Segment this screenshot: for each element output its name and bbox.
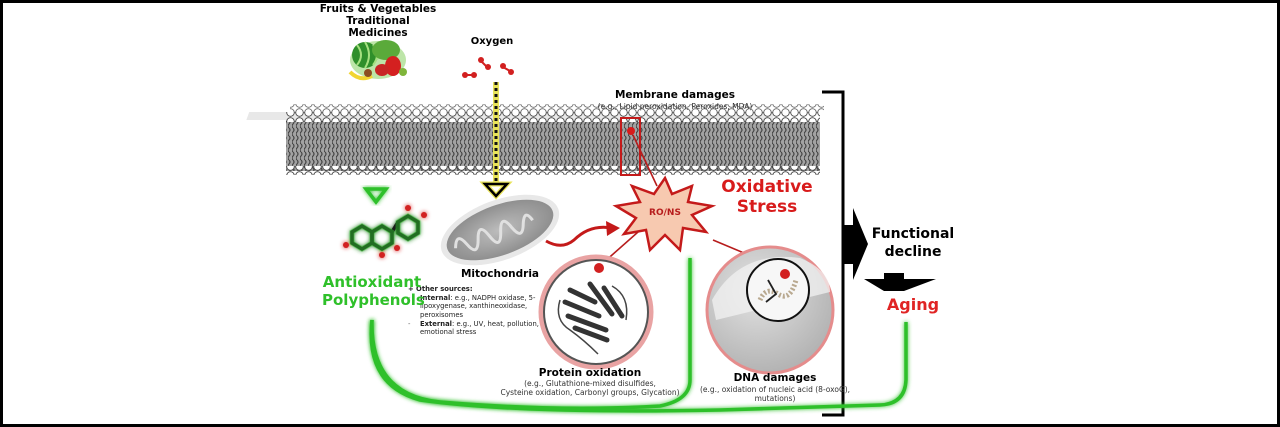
- dna-subtitle-line2: mutations): [754, 393, 796, 403]
- oxidative-stress-title: Oxidative Stress: [712, 177, 822, 218]
- dna-subtitle-line1: (e.g., oxidation of nucleic acid (8-oxoG…: [699, 385, 851, 394]
- antioxidant-polyphenols-label: Antioxidant Polyphenols: [322, 273, 425, 309]
- protein-oxidation-title: Protein oxidation: [538, 367, 642, 379]
- mitochondria-label: Mitochondria: [460, 268, 540, 280]
- membrane-damage-subtitle: (e.g., Lipid peroxidation, Peroxides, MD…: [597, 102, 753, 111]
- oxygen-dotted-arrow: [479, 82, 513, 200]
- antioxidant-line1: Antioxidant: [322, 273, 422, 291]
- polyphenol-molecule-icon: [343, 205, 427, 258]
- oxidative-stress-line2: Stress: [736, 197, 798, 218]
- antioxidant-to-stress-inhibition: [370, 258, 692, 410]
- dna-damage-title: DNA damages: [733, 372, 817, 384]
- mitochondrion-icon: [440, 194, 560, 266]
- fruit-vegetable-basket-icon: [348, 40, 407, 81]
- food-sources-title: Fruits & Vegetables Traditional Medicine…: [318, 3, 438, 39]
- internal-label: Internal: [420, 293, 451, 302]
- membrane-damage-marker: [620, 117, 658, 187]
- functional-decline-label: Functional decline: [858, 226, 968, 261]
- arrow-to-aging: [864, 273, 936, 291]
- list-bullet: -: [408, 319, 411, 328]
- other-sources-header: + Other sources:: [408, 285, 473, 293]
- other-sources-list: + Other sources: - Internal: e.g., NADPH…: [408, 285, 558, 337]
- oxygen-label: Oxygen: [470, 36, 514, 47]
- antioxidant-line2: Polyphenols: [322, 291, 425, 309]
- oxidative-stress-line1: Oxidative: [721, 177, 813, 197]
- mito-to-rons-arrow: [545, 225, 613, 247]
- external-label: External: [420, 319, 452, 328]
- aging-label: Aging: [886, 295, 940, 314]
- burst-icon: [612, 175, 717, 253]
- internal-sources-item: - Internal: e.g., NADPH oxidase, 5-lipox…: [408, 294, 558, 320]
- functional-line2: decline: [884, 243, 942, 260]
- arrow-functional-decline: [844, 208, 868, 280]
- protein-structure-icon: [538, 254, 654, 370]
- bracket: [822, 90, 845, 417]
- membrane-damage-title: Membrane damages: [614, 89, 736, 101]
- lipid-bilayer-icon: [246, 104, 824, 175]
- functional-line1: Functional: [871, 226, 955, 242]
- protein-subtitle-line2: Cysteine oxidation, Carbonyl groups, Gly…: [500, 387, 680, 397]
- rons-label: RO/NS: [649, 208, 681, 218]
- cell-nucleus-dna-icon: [705, 245, 835, 375]
- list-bullet: -: [408, 293, 411, 302]
- food-sources-line2: Traditional Medicines: [346, 15, 410, 40]
- external-sources-item: - External: e.g., UV, heat, pollution, e…: [408, 320, 558, 337]
- external-text: : e.g., UV, heat, pollution, emotional s…: [420, 319, 539, 337]
- protein-oxidation-subtitle: (e.g., Glutathione-mixed disulfides, Cys…: [490, 379, 690, 397]
- protein-subtitle-line1: (e.g., Glutathione-mixed disulfides,: [524, 379, 656, 388]
- internal-text: : e.g., NADPH oxidase, 5-lipoxygenase, x…: [420, 293, 536, 320]
- dna-damage-subtitle: (e.g., oxidation of nucleic acid (8-oxoG…: [692, 385, 858, 403]
- food-sources-line1: Fruits & Vegetables: [319, 3, 437, 15]
- antioxidant-to-aging-inhibition: [369, 319, 908, 413]
- oxygen-molecule-icon: [462, 57, 514, 78]
- green-dotted-arrow: [362, 94, 390, 205]
